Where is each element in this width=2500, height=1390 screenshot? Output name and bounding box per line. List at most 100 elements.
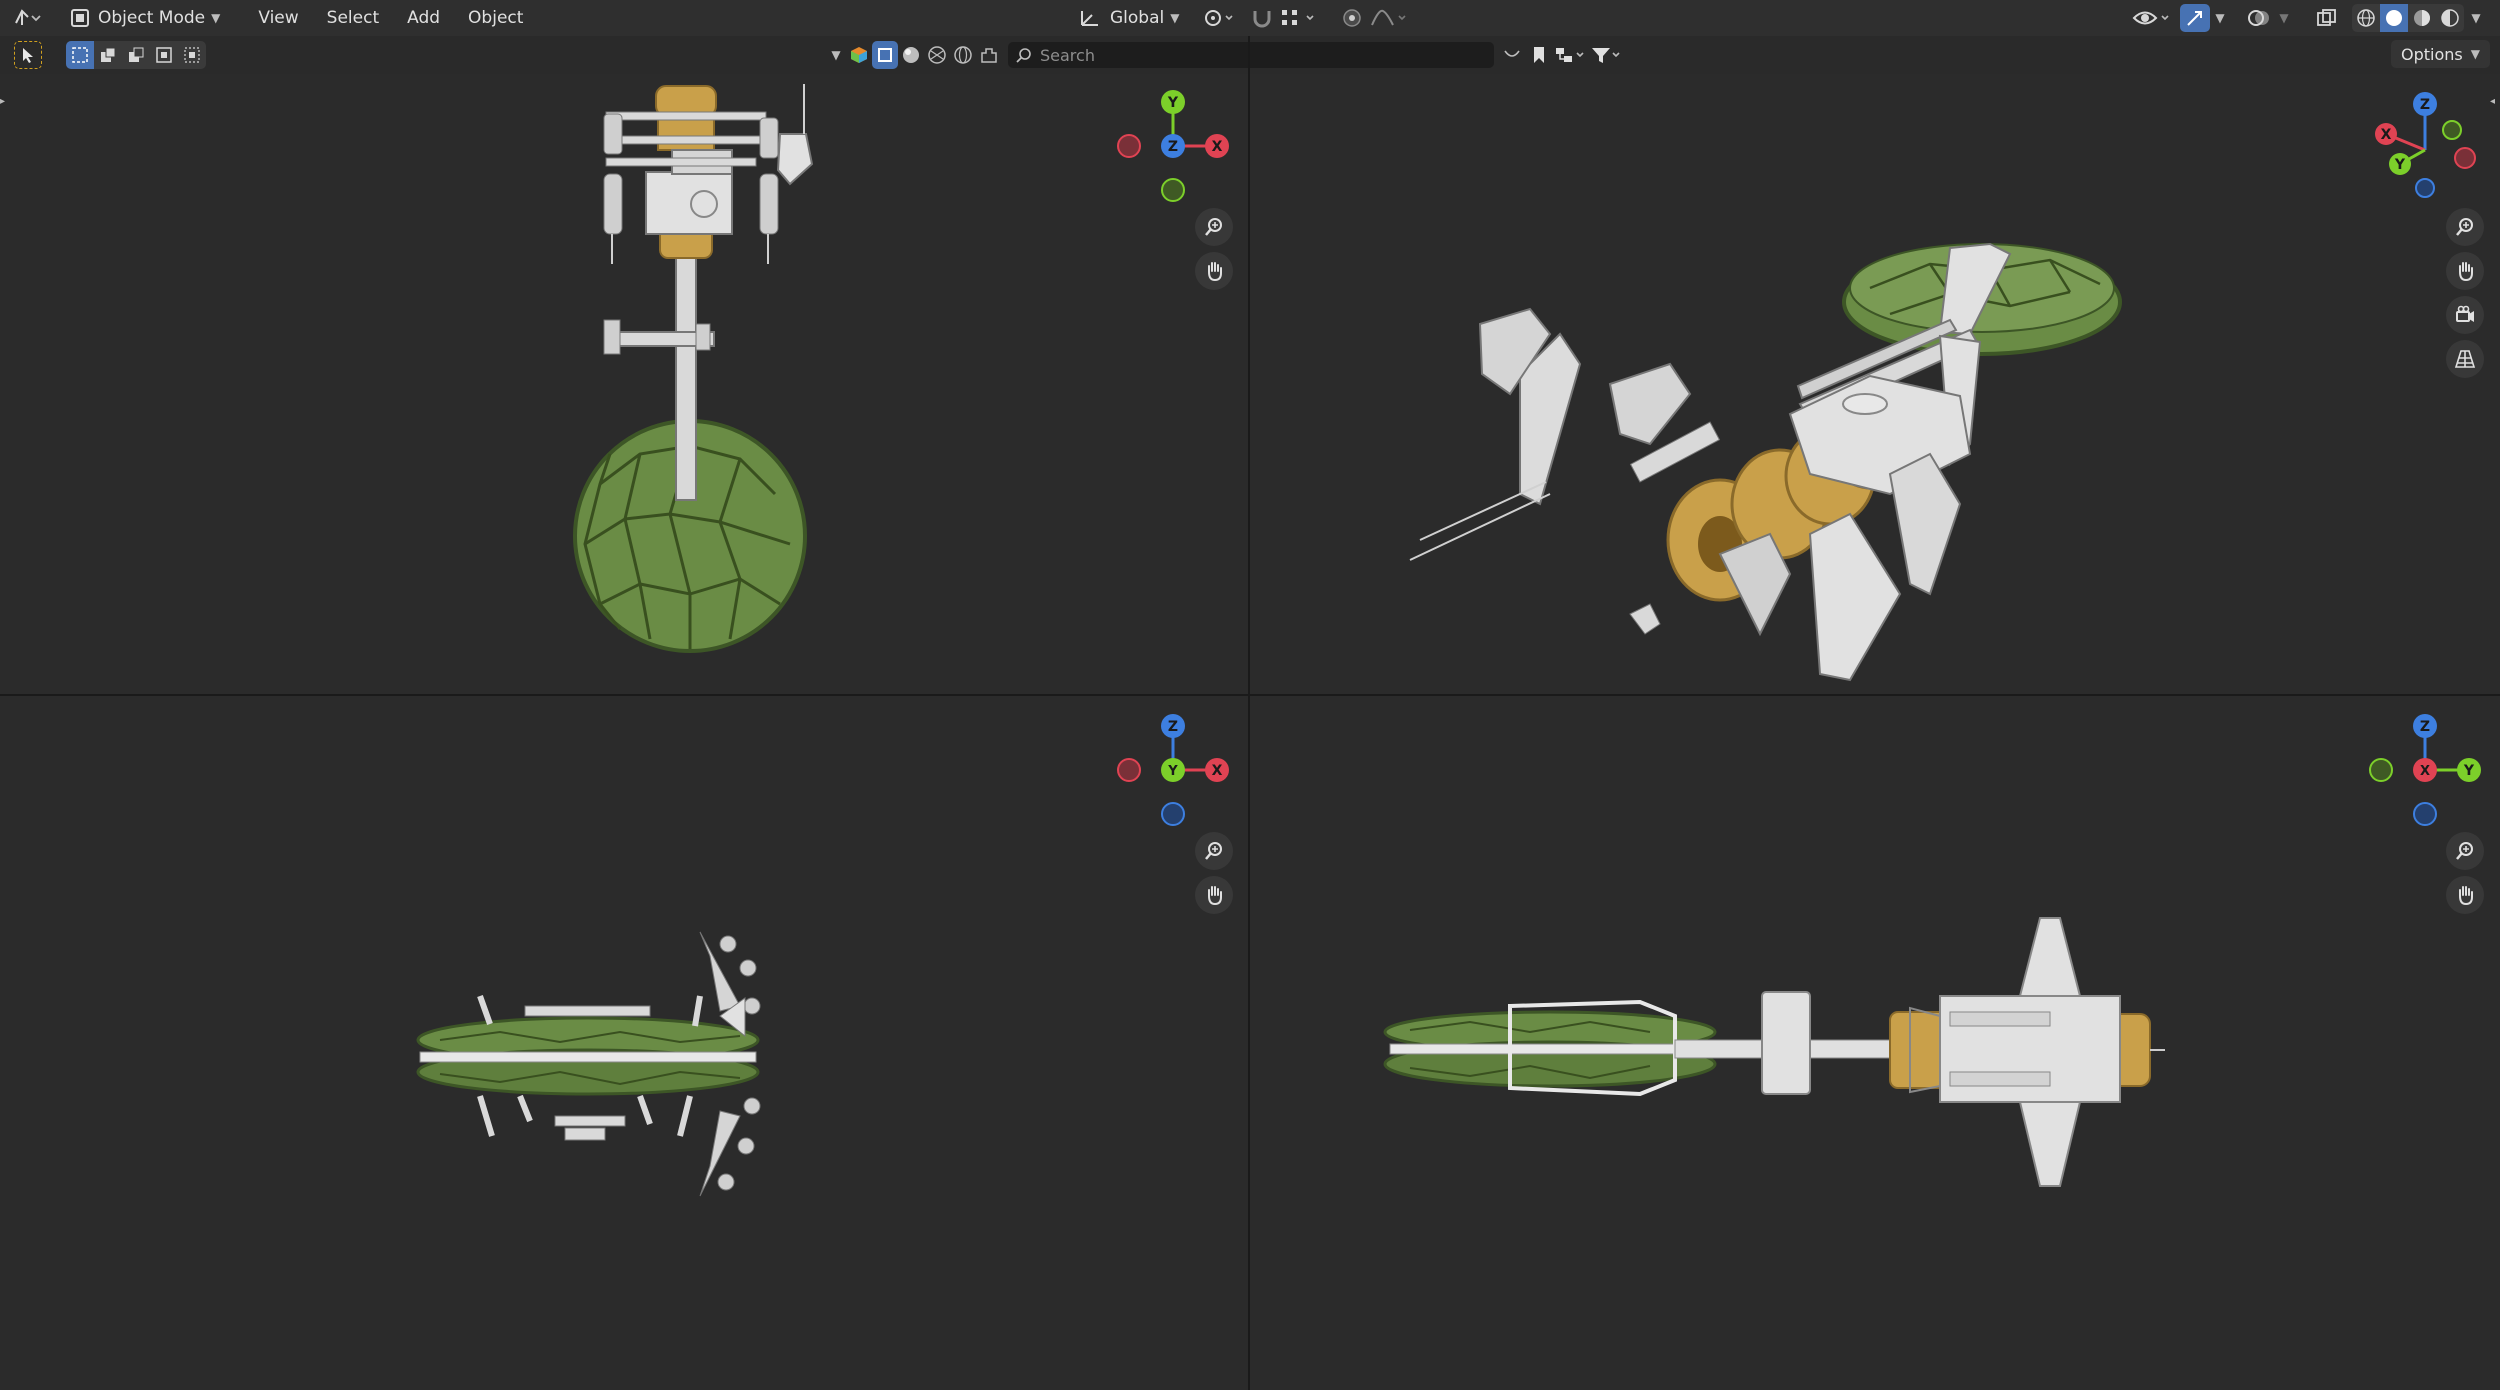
visibility-filter-button[interactable] — [2130, 4, 2174, 32]
search-placeholder: Search — [1040, 45, 1095, 65]
camera-view-button[interactable] — [2446, 296, 2484, 334]
gizmo-neg-x-axis[interactable] — [1117, 758, 1141, 782]
spaceship-side-view[interactable] — [1383, 917, 2165, 1187]
proportional-editing-button[interactable] — [1337, 4, 1367, 32]
viewport-top-right[interactable]: Z X Y — [1250, 74, 2500, 694]
mode-dropdown[interactable]: Object Mode ▼ — [62, 4, 228, 32]
gizmo-neg-z-axis[interactable] — [2415, 178, 2435, 198]
orientation-label: Global — [1110, 8, 1165, 28]
material-filter-button[interactable] — [898, 41, 924, 69]
filter-dropdown[interactable]: ▼ — [826, 41, 846, 69]
navigation-gizmo[interactable]: Y Z X — [1117, 90, 1229, 202]
texture-filter-button[interactable] — [924, 41, 950, 69]
material-preview-button[interactable] — [2408, 4, 2436, 32]
projection-toggle-button[interactable] — [2446, 340, 2484, 378]
snap-toggle-button[interactable] — [1247, 4, 1277, 32]
select-set-button[interactable] — [66, 41, 94, 69]
spaceship-top-view[interactable] — [573, 84, 814, 653]
zoom-button[interactable] — [1195, 208, 1233, 246]
sidebar-expand-arrow-icon[interactable]: ◂ — [2490, 96, 2496, 107]
menu-view[interactable]: View — [258, 8, 299, 28]
world-filter-button[interactable] — [950, 41, 976, 69]
xray-toggle-button[interactable] — [2312, 4, 2342, 32]
viewport-divider-horizontal[interactable] — [0, 694, 2500, 696]
zoom-button[interactable] — [2446, 832, 2484, 870]
snap-target-button[interactable] — [1277, 4, 1321, 32]
hand-icon — [2459, 886, 2473, 906]
gizmo-neg-y-axis[interactable] — [2442, 120, 2462, 140]
pan-button[interactable] — [1195, 252, 1233, 290]
toolbar-expand-arrow-icon[interactable]: ▸ — [0, 96, 6, 107]
zoom-button[interactable] — [1195, 832, 1233, 870]
gizmo-neg-z-axis[interactable] — [1161, 802, 1185, 826]
pan-button[interactable] — [2446, 876, 2484, 914]
spaceship-perspective-view[interactable] — [1409, 242, 2122, 682]
menu-object[interactable]: Object — [468, 8, 524, 28]
gizmo-x-axis[interactable] — [1205, 758, 1229, 782]
select-intersect-button[interactable] — [178, 41, 206, 69]
object-color-icon[interactable] — [846, 41, 872, 69]
proportional-editing-icon — [1343, 9, 1362, 27]
gizmo-neg-z-axis[interactable] — [2413, 802, 2437, 826]
transform-orientation-dropdown[interactable]: Global ▼ — [1070, 4, 1187, 32]
select-intersect-icon — [184, 47, 200, 63]
zoom-button[interactable] — [2446, 208, 2484, 246]
pan-button[interactable] — [1195, 876, 1233, 914]
overlays-dropdown[interactable]: ▼ — [2274, 4, 2294, 32]
pivot-point-button[interactable] — [1199, 4, 1239, 32]
menu-add[interactable]: Add — [407, 8, 441, 28]
zoom-icon — [1205, 218, 1222, 236]
viewport-divider-vertical[interactable] — [1248, 36, 1250, 1390]
spaceship-front-view[interactable] — [416, 931, 761, 1197]
chevron-down-icon: ▼ — [831, 48, 841, 62]
bookmark-button[interactable] — [1526, 41, 1552, 69]
solid-shading-button[interactable] — [2380, 4, 2408, 32]
options-label: Options — [2401, 44, 2463, 64]
hierarchy-button[interactable] — [1552, 41, 1588, 69]
gizmo-x-axis[interactable] — [1205, 134, 1229, 158]
navigation-gizmo[interactable]: Z Y X — [1117, 714, 1229, 826]
rendered-shading-button[interactable] — [2436, 4, 2464, 32]
menu-select[interactable]: Select — [326, 8, 380, 28]
gizmo-neg-y-axis[interactable] — [2369, 758, 2393, 782]
search-input[interactable]: Search — [1008, 42, 1494, 68]
wireframe-shading-button[interactable] — [2352, 4, 2380, 32]
select-new-icon — [72, 47, 88, 63]
gizmo-x-axis[interactable] — [2375, 123, 2397, 145]
gizmo-toggle-button[interactable] — [2180, 4, 2210, 32]
gizmo-x-axis[interactable] — [2413, 758, 2437, 782]
viewport-bottom-left[interactable]: Z Y X — [0, 696, 1248, 1390]
pan-button[interactable] — [2446, 252, 2484, 290]
gizmo-dropdown[interactable]: ▼ — [2210, 4, 2230, 32]
select-invert-button[interactable] — [150, 41, 178, 69]
gizmo-z-label: Z — [2420, 719, 2430, 735]
falloff-dropdown[interactable] — [1367, 4, 1411, 32]
viewport-top-left[interactable]: Y Z X — [0, 74, 1248, 694]
gizmo-y-axis[interactable] — [2457, 758, 2481, 782]
gizmo-neg-x-axis[interactable] — [1117, 134, 1141, 158]
gizmo-y-axis[interactable] — [1161, 758, 1185, 782]
gizmo-neg-x-axis[interactable] — [2454, 147, 2476, 169]
editor-type-button[interactable] — [8, 4, 46, 32]
select-subtract-button[interactable] — [122, 41, 150, 69]
viewport-bottom-right[interactable]: Z X Y — [1250, 696, 2500, 1390]
gizmo-neg-y-axis[interactable] — [1161, 178, 1185, 202]
gizmo-z-axis[interactable] — [2413, 92, 2437, 116]
shading-dropdown[interactable]: ▼ — [2464, 4, 2488, 32]
gizmo-z-axis[interactable] — [2413, 714, 2437, 738]
select-tool-button[interactable] — [14, 41, 42, 69]
gizmo-z-axis[interactable] — [1161, 714, 1185, 738]
selectable-toggle[interactable] — [872, 41, 898, 69]
gizmo-y-axis[interactable] — [2389, 153, 2411, 175]
filter-funnel-button[interactable] — [1588, 41, 1624, 69]
options-dropdown[interactable]: Options ▼ — [2391, 40, 2490, 68]
navigation-gizmo[interactable]: Z X Y — [2369, 714, 2481, 826]
overlays-toggle-button[interactable] — [2244, 4, 2274, 32]
zoom-icon — [2456, 218, 2473, 236]
filter-options-button[interactable] — [1498, 41, 1526, 69]
gizmo-z-axis[interactable] — [1161, 134, 1185, 158]
select-extend-button[interactable] — [94, 41, 122, 69]
gizmo-y-axis[interactable] — [1161, 90, 1185, 114]
scene-filter-button[interactable] — [976, 41, 1002, 69]
navigation-gizmo[interactable]: Z X Y — [2375, 92, 2476, 198]
